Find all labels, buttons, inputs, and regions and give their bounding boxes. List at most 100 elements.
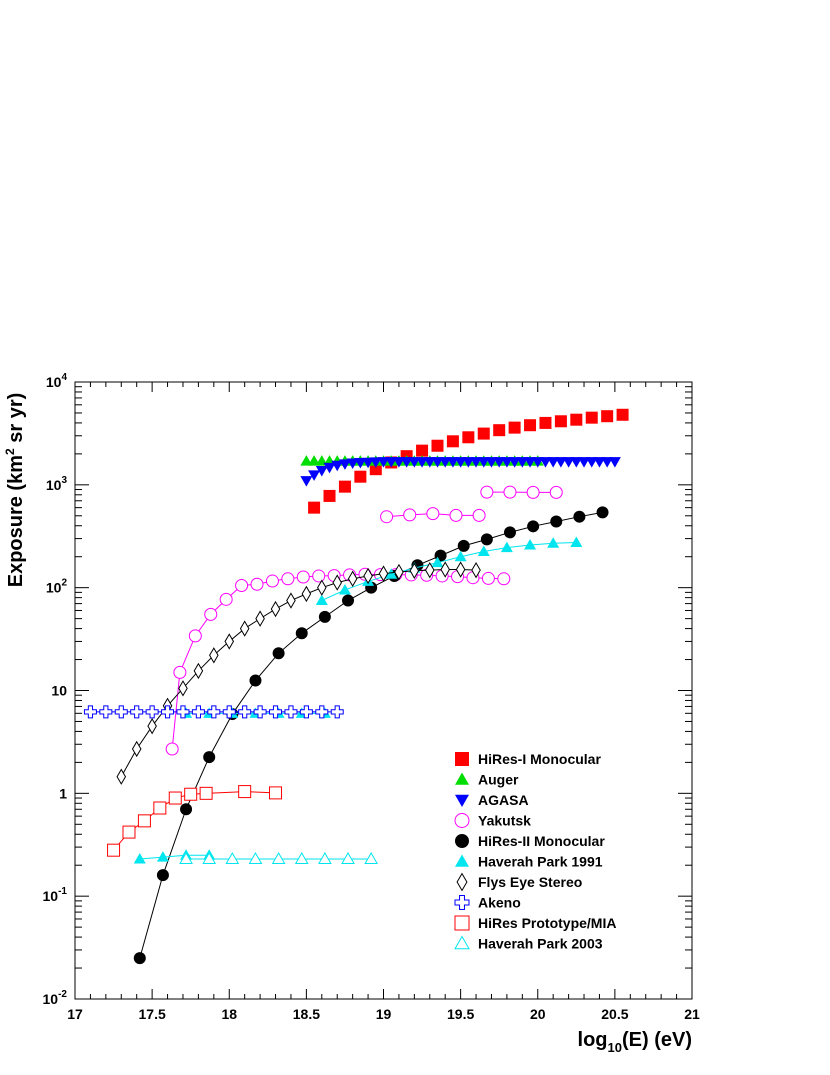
x-tick-label: 17 <box>67 1006 83 1022</box>
data-point <box>573 510 586 523</box>
series-akeno <box>83 705 344 719</box>
data-point <box>294 851 309 864</box>
data-point <box>199 786 213 800</box>
data-point <box>554 415 567 428</box>
data-point <box>317 579 327 596</box>
series-haverah-park-2003 <box>179 851 379 864</box>
data-point <box>524 538 537 550</box>
data-point <box>593 457 606 468</box>
data-point <box>249 674 262 687</box>
legend-item: HiRes-I Monocular <box>455 751 601 767</box>
data-point <box>531 457 544 468</box>
legend-item: Yakutsk <box>454 813 531 829</box>
series-haverah-park-1991 <box>133 849 216 864</box>
data-point <box>408 457 421 468</box>
data-point <box>524 457 537 468</box>
series-hires-ii-monocular <box>133 506 609 965</box>
data-point <box>508 457 521 468</box>
data-point <box>455 561 466 578</box>
y-tick-label: 10-1 <box>43 886 68 904</box>
data-point <box>346 458 359 470</box>
y-tick-label: 103 <box>46 475 68 493</box>
x-tick-label: 17.5 <box>139 1006 166 1022</box>
data-point <box>107 843 121 857</box>
data-point <box>493 424 506 437</box>
data-point <box>222 705 236 719</box>
data-point <box>585 457 598 468</box>
data-point <box>122 825 136 839</box>
data-point <box>253 705 267 719</box>
data-point <box>354 457 367 469</box>
data-point <box>431 457 444 468</box>
data-point <box>449 508 463 522</box>
data-point <box>455 772 469 785</box>
data-point <box>416 444 429 457</box>
data-point <box>369 457 382 468</box>
x-tick-label: 20 <box>530 1006 546 1022</box>
data-point <box>380 510 394 524</box>
x-tick-label: 20.5 <box>601 1006 628 1022</box>
data-point <box>179 851 193 864</box>
data-point <box>308 470 321 481</box>
legend-item: Haverah Park 1991 <box>455 854 603 870</box>
data-point <box>270 600 281 618</box>
data-point <box>238 785 252 799</box>
data-point <box>224 633 235 650</box>
legend-label: HiRes Prototype/MIA <box>478 915 616 931</box>
data-point <box>431 556 444 568</box>
data-point <box>330 705 344 719</box>
data-point <box>508 421 521 434</box>
data-point <box>250 577 264 591</box>
data-point <box>248 851 263 864</box>
data-point <box>315 465 328 477</box>
data-point <box>347 570 358 587</box>
data-point <box>269 786 283 800</box>
data-point <box>616 408 629 421</box>
data-point <box>362 457 375 469</box>
data-point <box>338 480 351 493</box>
data-point <box>440 561 450 578</box>
data-point <box>193 662 204 680</box>
data-point <box>455 794 469 807</box>
legend-label: HiRes-I Monocular <box>478 751 601 767</box>
data-point <box>570 457 583 468</box>
data-point <box>549 485 563 499</box>
data-point <box>477 457 490 468</box>
data-point <box>446 457 459 468</box>
series-hires-i-monocular <box>308 408 629 514</box>
data-point <box>454 895 470 910</box>
data-point <box>601 457 614 468</box>
data-point <box>409 562 420 579</box>
data-point <box>456 872 468 892</box>
data-point <box>462 457 475 468</box>
legend-item: Auger <box>455 772 519 788</box>
legend-label: HiRes-II Monocular <box>478 833 605 849</box>
data-point <box>147 717 157 735</box>
data-point <box>203 751 216 764</box>
data-point <box>219 592 233 606</box>
data-point <box>471 561 481 579</box>
data-point <box>500 541 513 553</box>
data-point <box>255 610 265 627</box>
data-point <box>527 520 540 533</box>
data-point <box>238 705 252 719</box>
y-tick-label: 10 <box>51 683 67 699</box>
data-point <box>403 508 417 522</box>
data-point <box>446 435 459 448</box>
data-point <box>423 457 436 468</box>
data-point <box>481 571 495 585</box>
data-point <box>457 539 470 552</box>
data-point <box>454 457 467 468</box>
data-point <box>570 413 583 426</box>
data-point <box>284 705 298 719</box>
data-point <box>539 416 552 429</box>
legend-label: Akeno <box>478 895 521 911</box>
data-point <box>332 574 343 591</box>
data-point <box>477 427 490 440</box>
y-axis-title: Exposure (km2 sr yr) <box>3 393 27 588</box>
x-tick-label: 18 <box>221 1006 237 1022</box>
y-tick-label: 102 <box>46 578 68 596</box>
data-point <box>83 705 97 719</box>
data-point <box>188 629 202 643</box>
data-point <box>269 705 283 719</box>
